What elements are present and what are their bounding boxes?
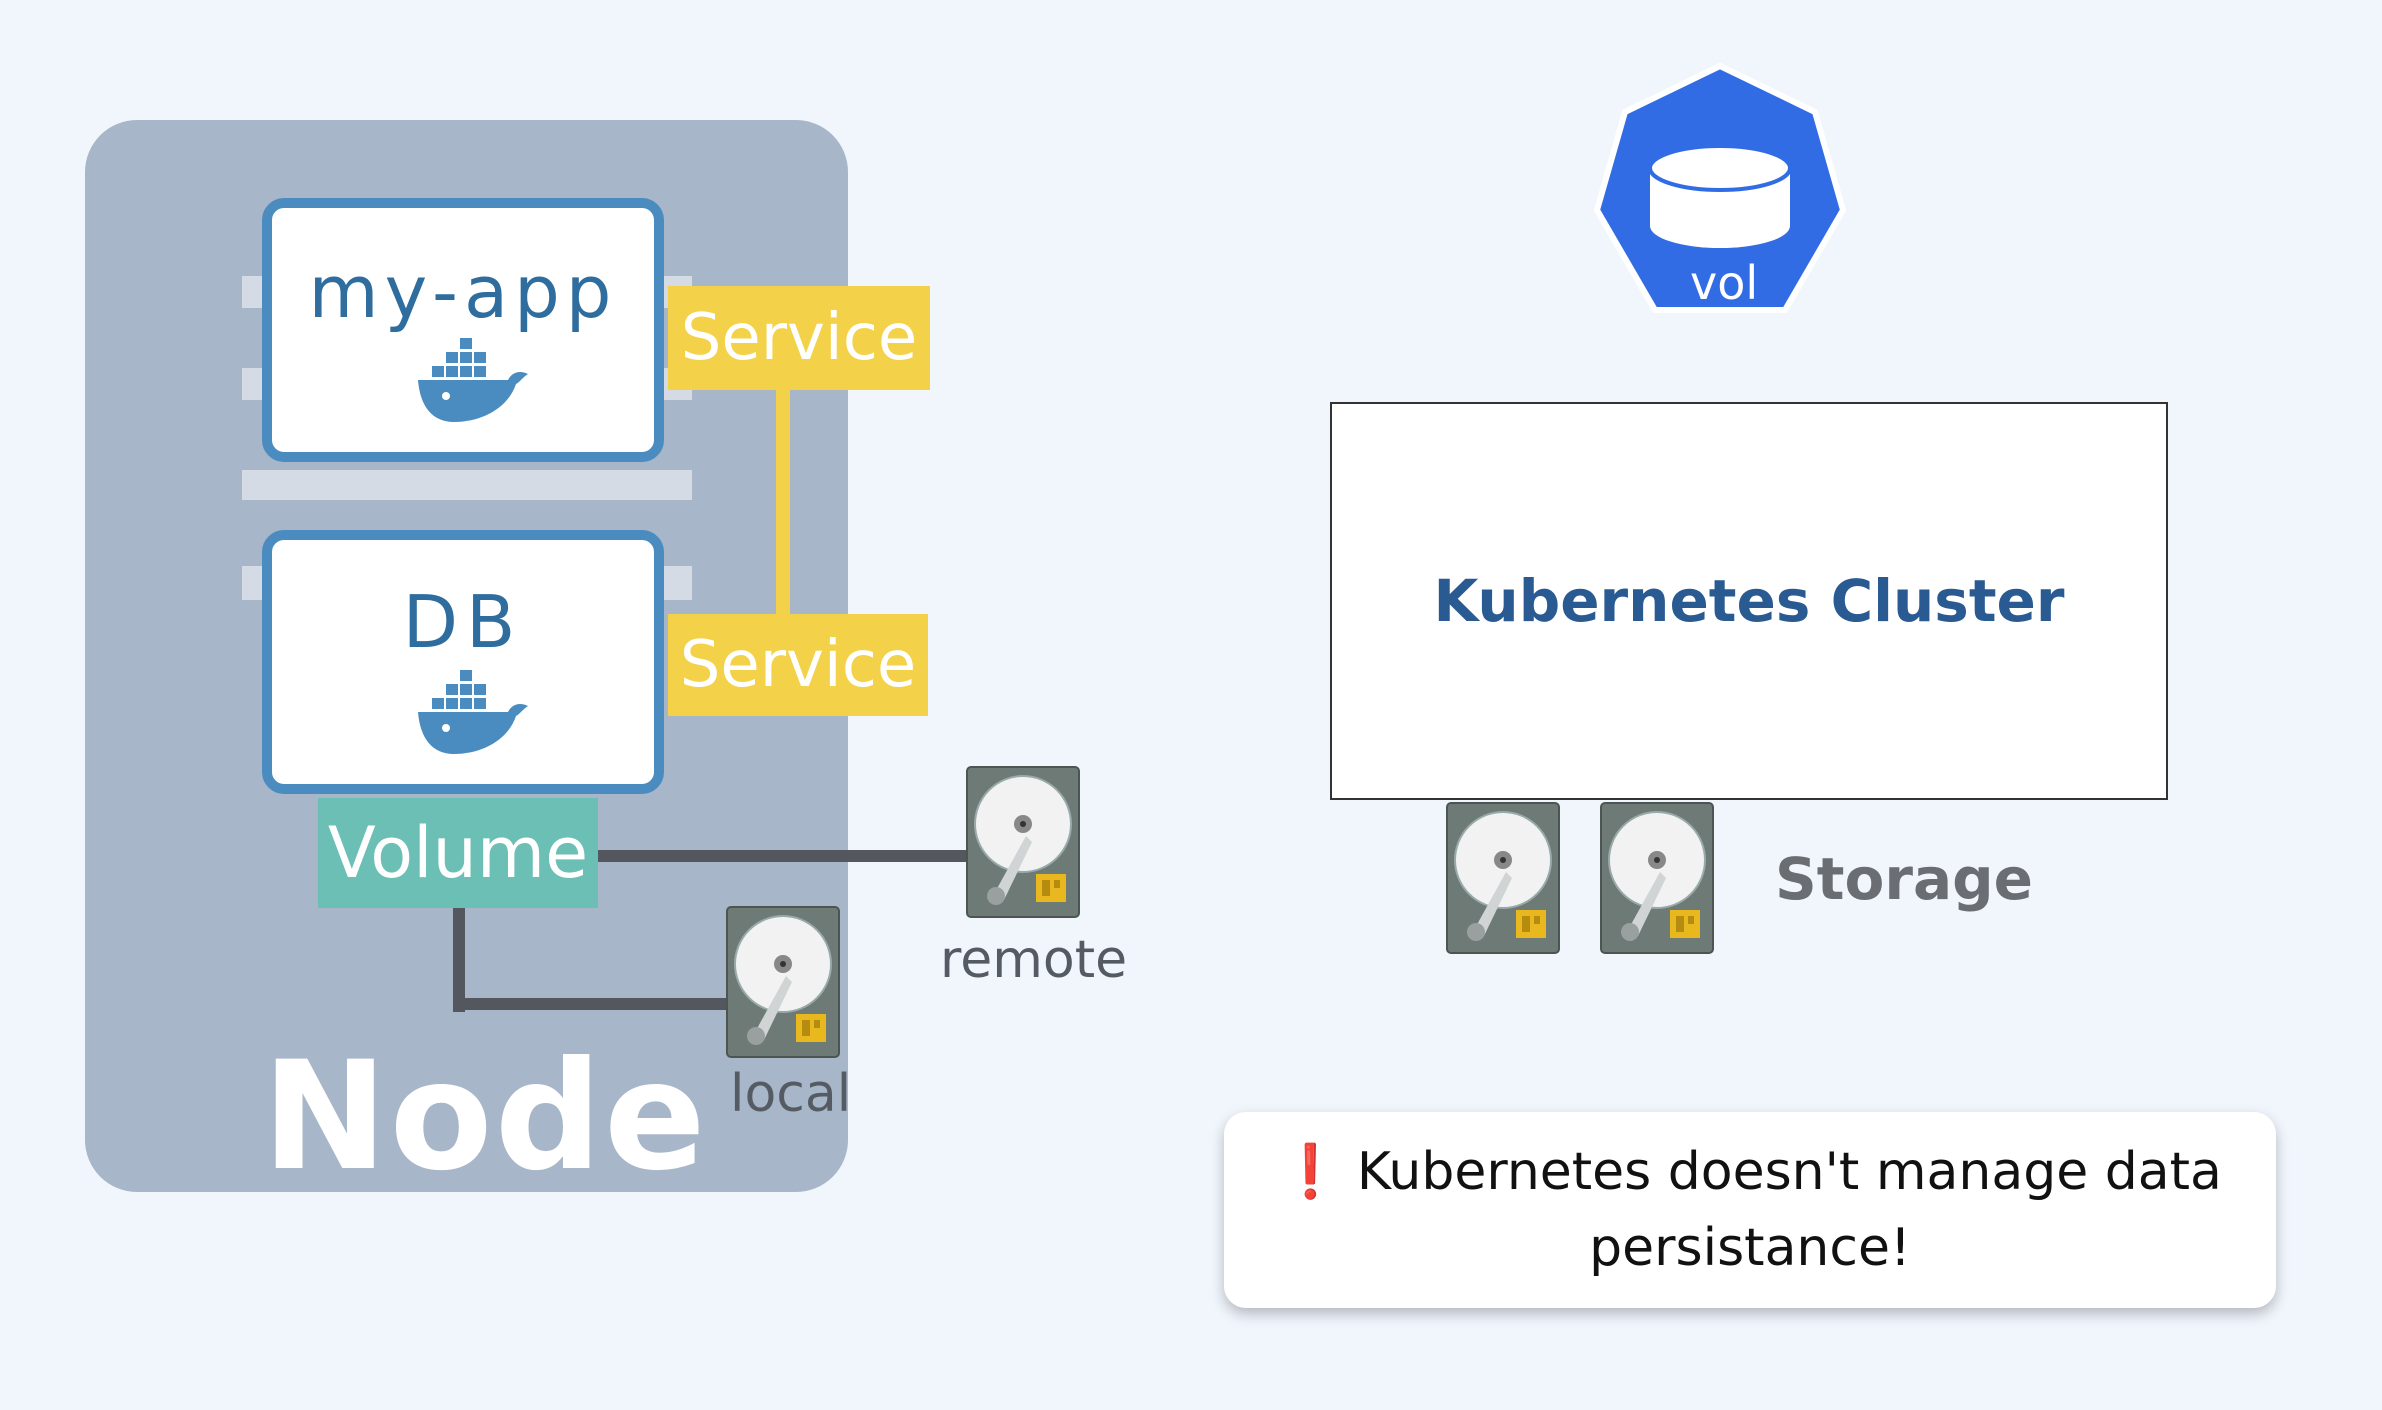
pod-title: my-app (308, 250, 618, 334)
db-pod: DB (262, 530, 664, 794)
volume-badge-label: vol (1690, 256, 1759, 310)
docker-whale-icon (418, 338, 528, 422)
exclamation-icon: ❗ (1278, 1142, 1343, 1202)
db-service: Service (668, 614, 928, 716)
pod-title: DB (402, 580, 524, 664)
service-connector-line (776, 380, 790, 620)
warning-callout: ❗Kubernetes doesn't manage data persista… (1224, 1112, 2276, 1308)
volume-remote-connector (596, 850, 972, 862)
rail (242, 470, 692, 500)
volume-local-connector-vertical (453, 902, 465, 1012)
remote-label: remote (940, 930, 1128, 990)
my-app-service: Service (668, 286, 930, 390)
warning-text: Kubernetes doesn't manage data persistan… (1356, 1142, 2222, 1278)
storage-label: Storage (1775, 845, 2033, 913)
kubernetes-cluster-box: Kubernetes Cluster (1330, 402, 2168, 800)
my-app-pod: my-app (262, 198, 664, 462)
node-label: Node (262, 1030, 708, 1204)
volume-local-connector-horizontal (453, 998, 733, 1010)
storage-hard-disk-icon (1446, 802, 1560, 954)
docker-whale-icon (418, 670, 528, 754)
warning-message: ❗Kubernetes doesn't manage data persista… (1270, 1134, 2230, 1286)
volume-label: Volume (318, 798, 598, 908)
storage-hard-disk-icon (1600, 802, 1714, 954)
local-hard-disk-icon (726, 906, 840, 1058)
local-label: local (730, 1064, 852, 1124)
volume-badge-icon (1594, 63, 1846, 313)
remote-hard-disk-icon (966, 766, 1080, 918)
cluster-title: Kubernetes Cluster (1433, 567, 2065, 635)
